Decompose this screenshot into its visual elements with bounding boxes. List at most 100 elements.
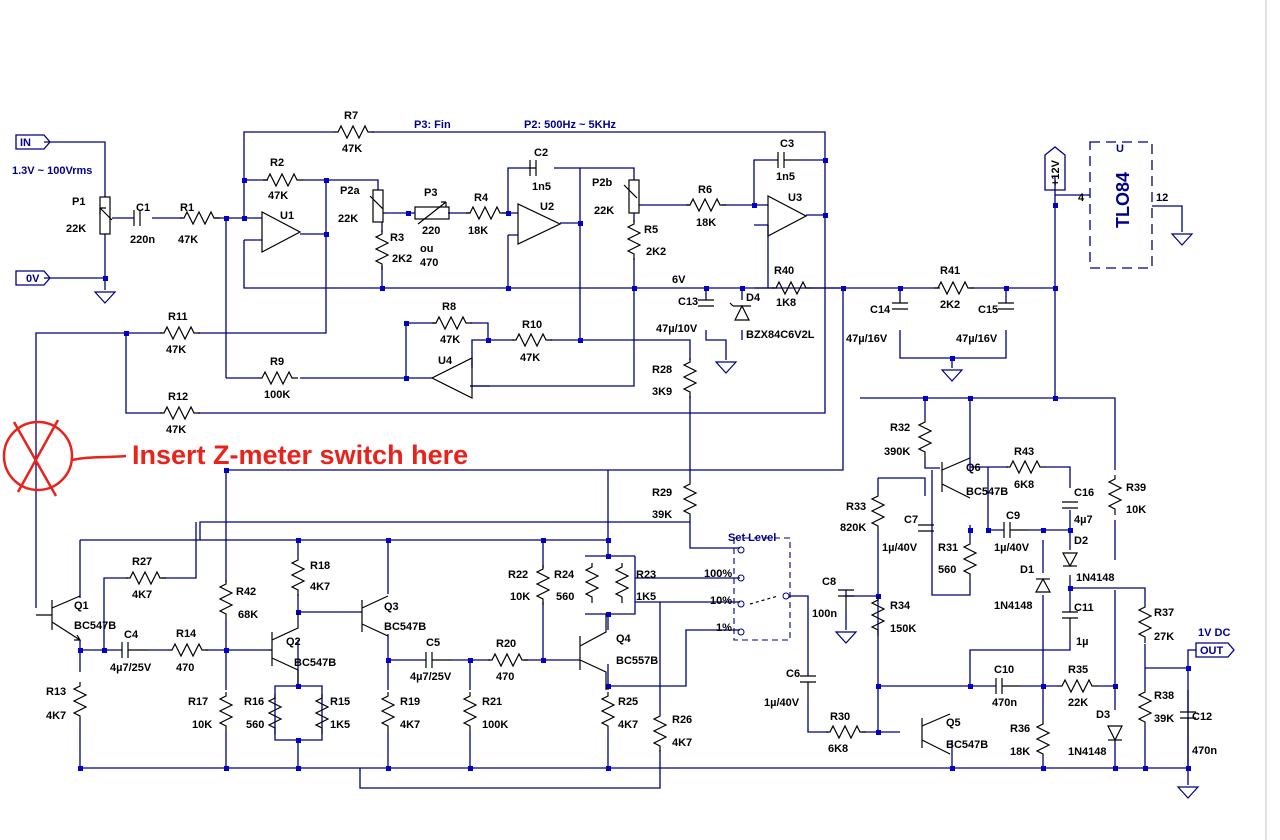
r43-ref-label: R43	[1014, 446, 1034, 458]
ou-value: 470	[420, 257, 438, 269]
r33-resistor	[871, 491, 885, 533]
q2-value-label: BC547B	[294, 657, 336, 669]
q4-ref-label: Q4	[616, 633, 632, 645]
p1-potentiometer	[99, 196, 111, 235]
r8-ref-label: R8	[442, 301, 456, 313]
rail-6v: 6V	[672, 274, 686, 286]
r32-value-label: 390K	[884, 446, 910, 458]
c4-value-label: 4µ7/25V	[110, 662, 152, 674]
r14-value-label: 470	[176, 662, 194, 674]
c14-value-label: 47µ/16V	[846, 333, 888, 345]
r10-resistor	[511, 333, 553, 347]
q1-transistor	[36, 595, 82, 641]
p2b-potentiometer	[628, 179, 640, 214]
c7-value-label: 1µ/40V	[882, 542, 918, 554]
r42-ref-label: R42	[236, 586, 256, 598]
r19-resistor	[381, 691, 395, 733]
d2-ref-label: D2	[1074, 535, 1088, 547]
input-connector	[15, 134, 51, 150]
r28-value-label: 3K9	[652, 386, 672, 398]
r35-ref-label: R35	[1068, 664, 1088, 676]
p2b-value-label: 22K	[594, 205, 614, 217]
r42-resistor	[219, 579, 233, 621]
c7-ref-label: C7	[904, 514, 918, 526]
c5-ref-label: C5	[426, 637, 440, 649]
r12-ref-label: R12	[168, 391, 188, 403]
c16-ref-label: C16	[1074, 487, 1094, 499]
r3-value-label: 2K2	[392, 253, 412, 265]
d1-diode	[1034, 577, 1052, 593]
c3-ref-label: C3	[780, 138, 794, 150]
ic-name: TLO84	[1113, 172, 1133, 228]
r2-resistor	[262, 173, 304, 187]
d4-ref-label: D4	[746, 292, 761, 304]
r40-value-label: 1K8	[776, 297, 796, 309]
c9-value-label: 1µ/40V	[994, 542, 1030, 554]
p2a-value-label: 22K	[338, 213, 358, 225]
u1-opamp	[261, 211, 302, 253]
d2-value-label: 1N4148	[1076, 572, 1115, 584]
r37-ref-label: R37	[1154, 607, 1174, 619]
ground-label: 0V	[26, 273, 40, 285]
annotation-text: Insert Z-meter switch here	[132, 440, 468, 470]
r36-value-label: 18K	[1010, 746, 1030, 758]
p1-ref-label: P1	[72, 196, 85, 208]
r27-ref-label: R27	[132, 556, 152, 568]
r28-resistor	[683, 357, 697, 399]
c3-value-label: 1n5	[776, 171, 795, 183]
output-level: 1V DC	[1198, 627, 1230, 639]
r11-resistor	[159, 326, 201, 340]
c12-value-label: 470n	[1192, 745, 1217, 757]
q1-ref-label: Q1	[74, 600, 89, 612]
q2-transistor	[268, 612, 299, 686]
r38-resistor	[1138, 687, 1152, 729]
r24-resistor	[585, 562, 599, 604]
r14-resistor	[167, 643, 209, 657]
r30-ref-label: R30	[830, 711, 850, 723]
r9-value-label: 100K	[264, 389, 290, 401]
u3-opamp	[767, 195, 808, 237]
r19-value-label: 4K7	[400, 719, 420, 731]
r23-value-label: 1K5	[636, 591, 656, 603]
r5-ref-label: R5	[644, 224, 658, 236]
d1-ref-label: D1	[1020, 564, 1034, 576]
r5-value-label: 2K2	[646, 246, 666, 258]
pos-100: 100%	[704, 568, 732, 580]
q3-value-label: BC547B	[384, 621, 426, 633]
r24-value-label: 560	[556, 591, 574, 603]
q6-value-label: BC547B	[966, 486, 1008, 498]
set-level-label: Set Level	[728, 532, 776, 544]
c16-value-label: 4µ7	[1074, 514, 1093, 526]
q6-transistor	[941, 457, 971, 499]
r11-ref-label: R11	[168, 311, 188, 323]
r17-resistor	[219, 691, 233, 733]
c6-value-label: 1µ/40V	[764, 697, 800, 709]
r34-value-label: 150K	[890, 623, 916, 635]
r30-resistor	[825, 725, 867, 739]
r18-ref-label: R18	[310, 560, 330, 572]
annotation-marker	[2, 420, 74, 492]
ou-text: ou	[420, 243, 433, 255]
r40-ref-label: R40	[774, 265, 794, 277]
d4-zener	[734, 304, 750, 321]
c15-value-label: 47µ/16V	[956, 333, 998, 345]
r41-value-label: 2K2	[940, 299, 960, 311]
r1-value-label: 47K	[178, 234, 198, 246]
r27-value-label: 4K7	[132, 589, 152, 601]
p3-value-label: 220	[422, 225, 440, 237]
ground-connector	[15, 270, 51, 286]
c10-ref-label: C10	[994, 664, 1014, 676]
r43-resistor	[1005, 460, 1047, 474]
r9-ref-label: R9	[270, 356, 284, 368]
r30-value-label: 6K8	[828, 743, 848, 755]
p2-note: P2: 500Hz ~ 5KHz	[524, 119, 617, 131]
u2-ref-label: U2	[540, 201, 554, 213]
r36-resistor	[1036, 719, 1050, 761]
c6-ref-label: C6	[786, 668, 800, 680]
r28-ref-label: R28	[652, 364, 672, 376]
u1-ref-label: U1	[280, 210, 294, 222]
u2-opamp	[517, 203, 562, 245]
r10-value-label: 47K	[520, 352, 540, 364]
ic-pin-12: 12	[1156, 192, 1168, 204]
q3-ref-label: Q3	[384, 601, 399, 613]
